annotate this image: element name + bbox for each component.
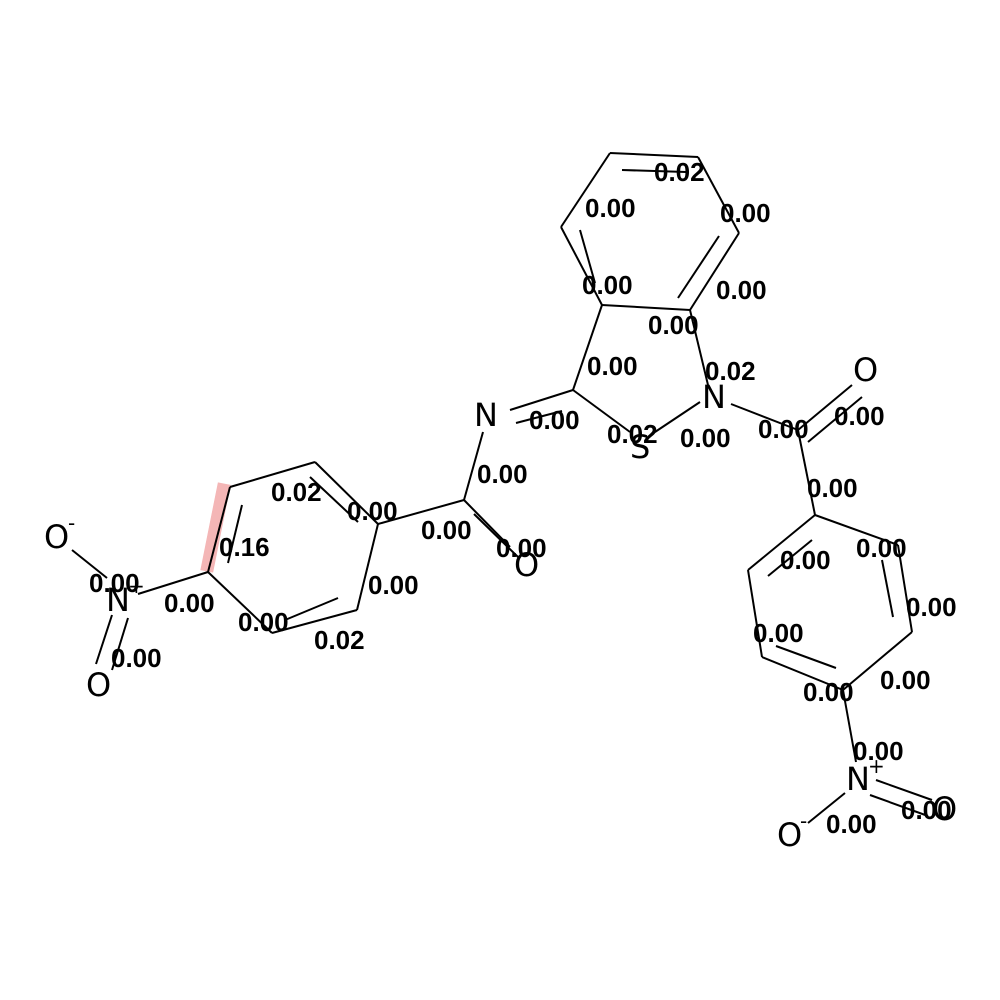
weight-label: 0.00 xyxy=(803,677,854,707)
weight-label: 0.00 xyxy=(529,405,580,435)
weight-label: 0.00 xyxy=(164,588,215,618)
weight-label: 0.00 xyxy=(368,570,419,600)
weight-label: 0.00 xyxy=(587,351,638,381)
weight-label: 0.02 xyxy=(607,419,658,449)
atom-O-nitro-left-top: O xyxy=(44,518,69,556)
highlighted-bond xyxy=(200,482,231,573)
weight-label: 0.00 xyxy=(826,809,877,839)
atom-S-ring: S xyxy=(630,428,650,466)
atom-N-nitro-right: N xyxy=(846,760,870,798)
charge-O-nitro-left-top: - xyxy=(68,511,75,535)
weight-label: 0.00 xyxy=(111,643,162,673)
weight-label: 0.00 xyxy=(477,459,528,489)
weight-label: 0.00 xyxy=(496,533,547,563)
weight-label: 0.02 xyxy=(271,477,322,507)
weight-label: 0.00 xyxy=(421,515,472,545)
weight-label: 0.00 xyxy=(582,270,633,300)
weight-label: 0.00 xyxy=(880,665,931,695)
weight-label: 0.00 xyxy=(648,310,699,340)
atom-O-amide-left: O xyxy=(514,546,539,584)
weight-label: 0.02 xyxy=(705,356,756,386)
weight-label: 0.00 xyxy=(680,423,731,453)
atom-O-amide-right: O xyxy=(853,351,878,389)
atom-O-nitro-left-bottom: O xyxy=(86,666,111,704)
atom-labels: N S N O O N + O - O N + O - O xyxy=(44,351,957,854)
weight-label: 0.00 xyxy=(906,592,957,622)
weight-label: 0.00 xyxy=(853,736,904,766)
weight-label: 0.00 xyxy=(720,198,771,228)
weight-label: 0.02 xyxy=(654,157,705,187)
bond-group-thiazole-ring xyxy=(509,304,709,433)
weight-label: 0.02 xyxy=(314,625,365,655)
weight-label: 0.00 xyxy=(753,618,804,648)
weight-label: 0.00 xyxy=(347,496,398,526)
weight-label: 0.16 xyxy=(219,532,270,562)
bond-group-left-amide xyxy=(71,431,519,671)
atom-O-nitro-right-left: O xyxy=(777,816,802,854)
weight-label: 0.00 xyxy=(585,193,636,223)
weight-label: 0.00 xyxy=(716,275,767,305)
weight-label: 0.00 xyxy=(780,545,831,575)
bond-group-benzo-ring xyxy=(560,152,740,311)
weight-label: 0.00 xyxy=(238,607,289,637)
weight-label: 0.00 xyxy=(807,473,858,503)
weight-label: 0.00 xyxy=(758,414,809,444)
charge-N-nitro-right: + xyxy=(868,754,885,778)
weight-label: 0.00 xyxy=(89,568,140,598)
charge-O-nitro-right-left: - xyxy=(800,809,807,833)
atom-N-imine: N xyxy=(474,396,498,434)
weight-label: 0.00 xyxy=(856,533,907,563)
atom-N-ring: N xyxy=(702,378,726,416)
atom-O-nitro-right-right: O xyxy=(932,790,957,828)
weight-label: 0.00 xyxy=(901,795,952,825)
charge-N-nitro-left: + xyxy=(128,574,145,598)
bond-group-right-amide xyxy=(730,384,933,824)
weight-labels: 0.02 0.00 0.00 0.00 0.00 0.00 0.00 0.02 … xyxy=(89,157,957,839)
atom-N-nitro-left: N xyxy=(106,581,130,619)
weight-label: 0.00 xyxy=(834,401,885,431)
